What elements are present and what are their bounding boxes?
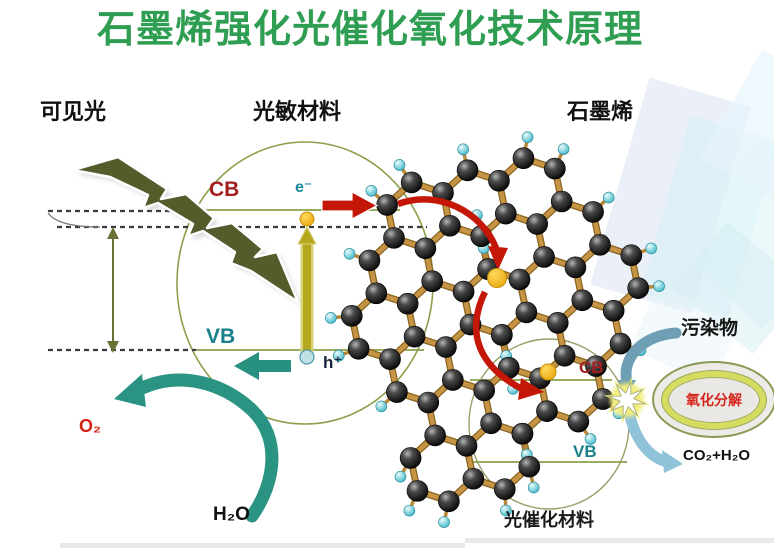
label-electron: e⁻ — [295, 179, 313, 196]
label-photocatalytic-material: 光催化材料 — [504, 510, 594, 530]
bottom-shadow-left — [60, 543, 465, 548]
label-cb-catalyst: CB — [579, 358, 604, 377]
page-title: 石墨烯强化光催化氧化技术原理 — [96, 9, 643, 51]
label-h2o: H₂O — [213, 504, 250, 525]
label-cb-main: CB — [209, 178, 240, 201]
electron-transfer-arrows — [396, 196, 544, 400]
electron-dot-catalyst — [539, 363, 557, 381]
bandgap-double-arrow — [107, 227, 119, 353]
hole-dot — [299, 349, 315, 365]
excitation-arrow — [297, 225, 317, 352]
electron-dot-graphene — [487, 268, 507, 288]
label-visible-light: 可见光 — [40, 99, 107, 124]
label-hole: h⁺ — [323, 353, 343, 372]
bottom-shadow-right — [465, 538, 774, 543]
oxidation-badge-inner: 氧化分解 — [662, 370, 766, 429]
lightning-bolt-icon — [71, 155, 302, 306]
label-vb-catalyst: VB — [573, 442, 597, 461]
label-oxidative-decomposition: 氧化分解 — [686, 391, 742, 408]
label-co2-h2o: CO₂+H₂O — [683, 447, 751, 464]
label-vb-main: VB — [206, 325, 236, 348]
vb-hole-arrow — [234, 352, 291, 380]
graphene-lattice — [325, 131, 665, 528]
reaction-star-icon — [603, 376, 651, 424]
label-o2: O₂ — [79, 416, 101, 436]
cb-electron-arrow — [321, 190, 379, 221]
label-pollutant: 污染物 — [681, 318, 739, 339]
electron-dot — [299, 211, 315, 227]
label-graphene: 石墨烯 — [567, 99, 634, 124]
product-arrow — [623, 406, 683, 473]
level-connector-curve — [47, 212, 101, 228]
label-photosensitive-material: 光敏材料 — [253, 99, 342, 124]
water-to-oxygen-arrow — [114, 373, 279, 523]
oxidation-badge: 氧化分解 — [652, 361, 774, 438]
